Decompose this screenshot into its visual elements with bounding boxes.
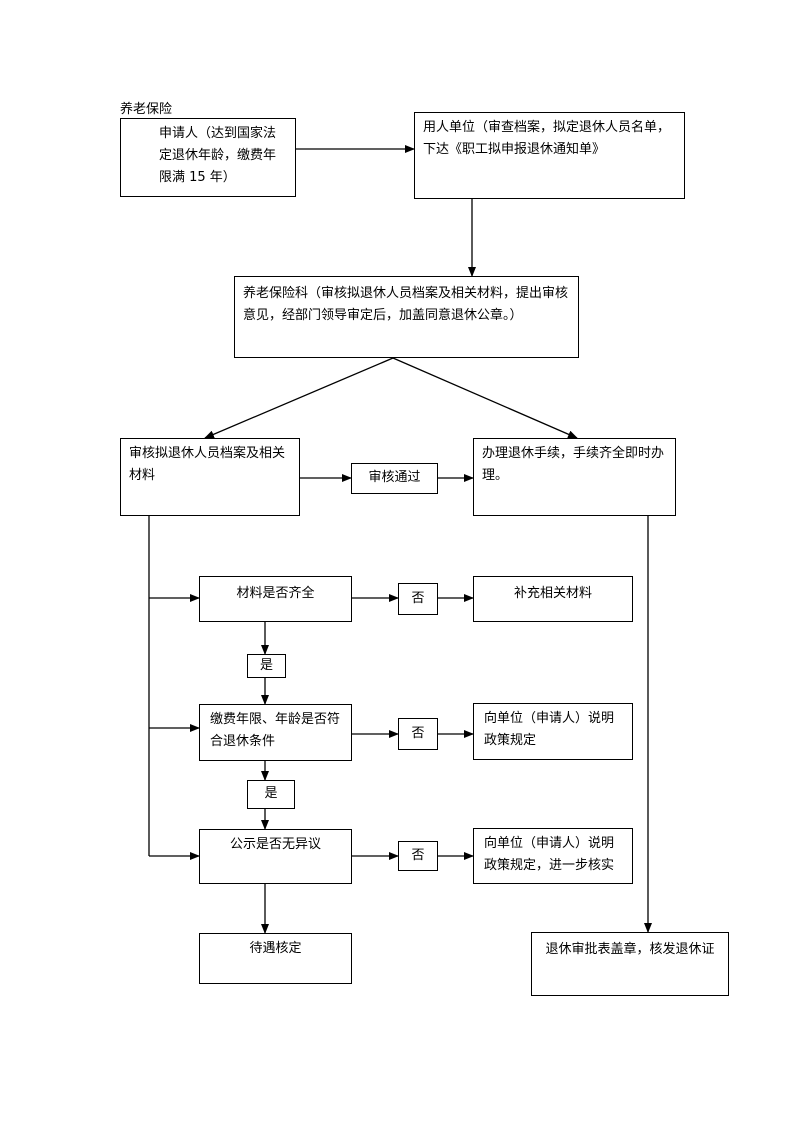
node-applicant: 申请人（达到国家法定退休年龄，缴费年限满 15 年） bbox=[120, 118, 296, 197]
node-no-2: 否 bbox=[398, 718, 438, 750]
node-pension-section: 养老保险科（审核拟退休人员档案及相关材料，提出审核意见，经部门领导审定后，加盖同… bbox=[234, 276, 579, 358]
node-explain-policy-2: 向单位（申请人）说明政策规定，进一步核实 bbox=[473, 828, 633, 884]
node-yes-2: 是 bbox=[247, 780, 295, 809]
node-yes-1: 是 bbox=[247, 654, 286, 678]
node-public-notice: 公示是否无异议 bbox=[199, 829, 352, 884]
node-review-passed: 审核通过 bbox=[351, 463, 438, 494]
node-handle-retirement: 办理退休手续，手续齐全即时办理。 bbox=[473, 438, 676, 516]
node-no-1: 否 bbox=[398, 583, 438, 615]
node-supplement: 补充相关材料 bbox=[473, 576, 633, 622]
node-explain-policy-1: 向单位（申请人）说明政策规定 bbox=[473, 703, 633, 760]
node-conditions: 缴费年限、年龄是否符合退休条件 bbox=[199, 704, 352, 761]
node-approval-stamp: 退休审批表盖章，核发退休证 bbox=[531, 932, 729, 996]
node-benefit-check: 待遇核定 bbox=[199, 933, 352, 984]
node-no-3: 否 bbox=[398, 841, 438, 871]
arrow-section-to-handle bbox=[392, 357, 578, 439]
page-title: 养老保险 bbox=[120, 102, 173, 117]
arrow-section-to-review bbox=[204, 357, 394, 439]
node-review-materials: 审核拟退休人员档案及相关材料 bbox=[120, 438, 300, 516]
node-employer: 用人单位（审查档案，拟定退休人员名单，下达《职工拟申报退休通知单》 bbox=[414, 112, 685, 199]
node-materials-complete: 材料是否齐全 bbox=[199, 576, 352, 622]
